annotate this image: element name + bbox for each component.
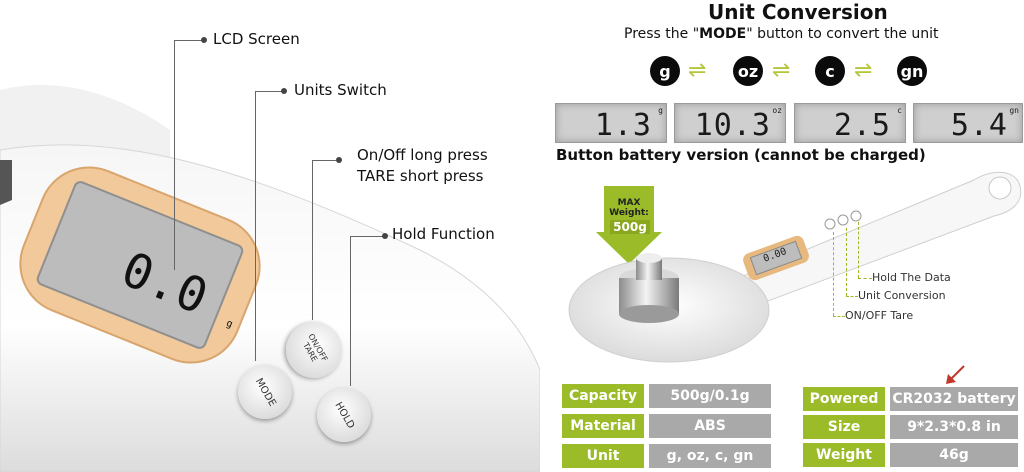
lcd-callout-line xyxy=(174,40,175,270)
spec-value-weight: 46g xyxy=(890,443,1018,467)
arrow-icon: ⇌ xyxy=(688,58,707,83)
onoff-callout-line1: On/Off long press xyxy=(357,146,488,164)
unit-conversion-subtitle: Press the "MODE" button to convert the u… xyxy=(624,26,939,42)
subtitle-mode: MODE xyxy=(699,26,747,42)
hold-data-dashline xyxy=(858,222,859,278)
unit-conversion-dashline-h xyxy=(846,296,858,297)
reading-unit: g xyxy=(658,106,663,115)
weight-label: Weight: xyxy=(609,208,649,218)
reading-g: 1.3 g xyxy=(555,103,667,143)
red-arrow-icon xyxy=(946,365,965,384)
spec-label-weight: Weight xyxy=(803,443,885,467)
arrow-icon: ⇌ xyxy=(772,58,791,83)
units-switch-callout: Units Switch xyxy=(294,81,387,99)
hold-callout-dot xyxy=(382,233,388,239)
unit-conversion-label: Unit Conversion xyxy=(858,289,946,302)
subtitle-prefix: Press the " xyxy=(624,26,700,42)
battery-version-heading: Button battery version (cannot be charge… xyxy=(556,146,926,164)
mode-button[interactable]: MODE xyxy=(238,365,292,419)
onoff-tare-label: ON/OFF Tare xyxy=(845,309,914,322)
unit-circle-oz: oz xyxy=(733,56,763,86)
reading-value: 2.5 xyxy=(833,108,891,143)
lcd-callout-hline xyxy=(174,40,204,41)
onoff-callout-hline xyxy=(312,160,338,161)
reading-value: 10.3 xyxy=(694,108,771,143)
hold-button[interactable]: HOLD xyxy=(317,388,371,442)
spec-value-size: 9*2.3*0.8 in xyxy=(890,415,1018,439)
unit-circle-gn: gn xyxy=(897,56,927,86)
spec-value-powered: CR2032 battery xyxy=(890,387,1018,411)
arrow-icon: ⇌ xyxy=(854,58,873,83)
tare-dashline xyxy=(833,232,834,316)
reading-value: 5.4 xyxy=(950,108,1008,143)
left-product-closeup: 0.0 g MODE ON/OFF TARE HOLD LCD Screen U… xyxy=(0,30,540,472)
onoff-callout-line xyxy=(312,160,313,320)
units-callout-dot xyxy=(281,88,287,94)
spec-label-size: Size xyxy=(803,415,885,439)
spoon-scale-illustration xyxy=(568,171,1022,363)
units-callout-line xyxy=(255,91,256,361)
onoff-callout-dot xyxy=(336,157,342,163)
subtitle-suffix: " button to convert the unit xyxy=(746,26,939,42)
units-callout-hline xyxy=(255,91,283,92)
unit-circle-g: g xyxy=(650,56,680,86)
reading-unit: c xyxy=(897,106,902,115)
reading-unit: gn xyxy=(1009,106,1019,115)
lcd-screen-callout: LCD Screen xyxy=(213,30,300,48)
spec-value-material: ABS xyxy=(649,414,771,438)
mode-button-label: MODE xyxy=(252,376,278,408)
reading-c: 2.5 c xyxy=(794,103,906,143)
max-weight-value: 500g xyxy=(610,220,650,234)
hold-button-label: HOLD xyxy=(332,399,356,431)
tare-callout-line2: TARE short press xyxy=(357,167,484,185)
unit-conversion-title: Unit Conversion xyxy=(708,0,888,24)
spec-label-material: Material xyxy=(562,414,644,438)
lcd-callout-dot xyxy=(201,37,207,43)
unit-conversion-dashline xyxy=(846,228,847,296)
hold-function-callout: Hold Function xyxy=(392,225,495,243)
reading-oz: 10.3 oz xyxy=(674,103,786,143)
reading-value: 1.3 xyxy=(594,108,652,143)
hold-data-dashline-h xyxy=(858,278,872,279)
hold-callout-line xyxy=(350,236,351,386)
spec-value-unit: g, oz, c, gn xyxy=(649,444,771,468)
reading-unit: oz xyxy=(772,106,782,115)
scale-handle-illustration xyxy=(0,84,540,472)
unit-circle-c: c xyxy=(815,56,845,86)
spec-value-capacity: 500g/0.1g xyxy=(649,384,771,408)
hold-callout-hline xyxy=(350,236,384,237)
max-label: MAX xyxy=(617,198,641,208)
max-weight-label: MAX Weight: xyxy=(606,198,652,218)
spec-label-unit: Unit xyxy=(562,444,644,468)
spec-label-powered: Powered xyxy=(803,387,885,411)
reading-gn: 5.4 gn xyxy=(913,103,1023,143)
hold-the-data-label: Hold The Data xyxy=(872,271,951,284)
tare-dashline-h xyxy=(833,316,845,317)
spec-label-capacity: Capacity xyxy=(562,384,644,408)
